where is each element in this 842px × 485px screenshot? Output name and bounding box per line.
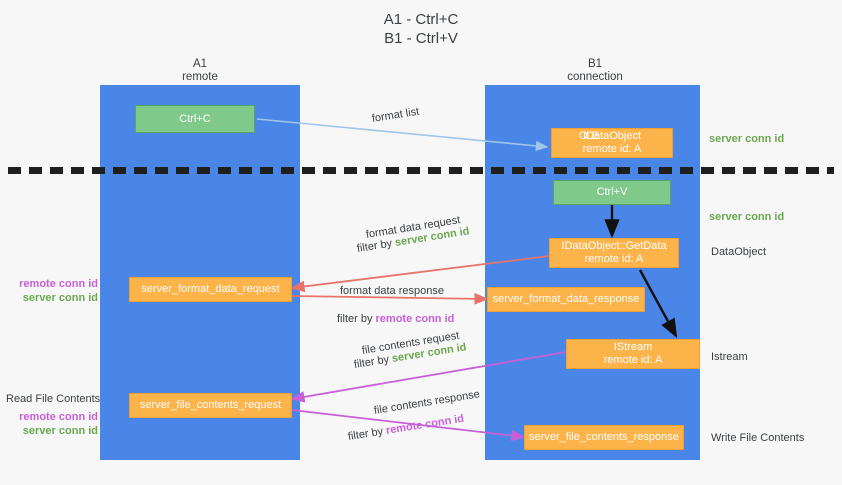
box-ole-idataobject-line2: remote id: A — [582, 143, 642, 155]
edge-label-format-data-response-line1: format data response — [340, 285, 444, 297]
edge-label-file-contents-response-filter: filter by remote conn id — [347, 409, 481, 444]
box-server-file-contents-response-label: server_file_contents_response — [529, 431, 679, 443]
edge-label-file-contents-response: file contents response filter by remote … — [347, 388, 481, 444]
left-annotation-read-file-contents: Read File Contents — [6, 393, 101, 405]
left-annotation-file-remote: remote conn id — [19, 411, 98, 423]
left-annotation-format-pair: remote conn id server conn id — [8, 277, 98, 305]
box-server-format-data-request-label: server_format_data_request — [141, 283, 280, 295]
lane-a1-name: A1 — [192, 58, 208, 70]
box-ctrl-v-label: Ctrl+V — [596, 186, 628, 198]
lane-header-a1: A1 remote — [105, 58, 295, 84]
right-annotation-write-file-contents: Write File Contents — [711, 432, 805, 444]
box-server-format-data-request[interactable]: server_format_data_request — [129, 277, 292, 302]
right-annotation-server-conn-top: server conn id — [709, 133, 785, 145]
left-annotation-format-server: server conn id — [22, 292, 98, 304]
box-ole-idataobject-primary: IDataObject — [582, 130, 642, 142]
box-ctrl-c-label: Ctrl+C — [179, 112, 211, 125]
edge-label-file-contents-request: file contents request filter by server c… — [353, 330, 468, 372]
filter-prefix: filter by — [337, 313, 376, 325]
filter-prefix: filter by — [347, 425, 387, 443]
phase-divider — [8, 167, 834, 174]
filter-prefix: filter by — [353, 353, 393, 371]
box-ole-idataobject-overstrike: OLE — [578, 130, 599, 142]
box-ctrl-c[interactable]: Ctrl+C — [135, 105, 255, 133]
lane-a1-sub: remote — [182, 71, 218, 83]
lane-header-b1: B1 connection — [490, 58, 700, 84]
box-server-format-data-response[interactable]: server_format_data_response — [487, 287, 645, 312]
edge-label-format-list: format list — [371, 105, 421, 125]
right-annotation-data-object: DataObject — [711, 246, 767, 258]
lane-b1-sub: connection — [567, 71, 623, 83]
box-istream-line2: remote id: A — [603, 354, 663, 366]
box-ctrl-v[interactable]: Ctrl+V — [553, 180, 671, 205]
filter-key-remote-conn-id: remote conn id — [385, 412, 465, 437]
left-annotation-format-remote: remote conn id — [19, 278, 98, 290]
box-ole-idataobject[interactable]: OLE IDataObject remote id: A — [551, 128, 673, 158]
box-istream[interactable]: IStream remote id: A — [566, 339, 700, 369]
box-server-file-contents-request[interactable]: server_file_contents_request — [129, 393, 292, 418]
box-get-data-line1: IDataObject::GetData — [561, 240, 667, 252]
box-ole-idataobject-line1: OLE IDataObject — [579, 130, 642, 143]
box-istream-line1: IStream — [613, 341, 653, 353]
box-server-file-contents-response[interactable]: server_file_contents_response — [524, 425, 684, 450]
box-server-file-contents-request-label: server_file_contents_request — [139, 399, 282, 411]
lane-b1-name: B1 — [587, 58, 603, 70]
box-get-data-line2: remote id: A — [584, 253, 644, 265]
title-line-1: A1 - Ctrl+C — [383, 11, 459, 28]
box-get-data[interactable]: IDataObject::GetData remote id: A — [549, 238, 679, 268]
filter-key-remote-conn-id: remote conn id — [375, 313, 455, 325]
filter-prefix: filter by — [356, 237, 396, 255]
edge-label-format-data-request: format data request filter by server con… — [356, 214, 471, 256]
right-annotation-server-conn-mid: server conn id — [709, 211, 785, 223]
left-annotation-file-server: server conn id — [22, 425, 98, 437]
box-server-format-data-response-label: server_format_data_response — [492, 293, 640, 305]
left-annotation-file-pair: remote conn id server conn id — [8, 410, 98, 438]
title-line-2: B1 - Ctrl+V — [384, 30, 458, 47]
edge-label-format-data-response: format data response filter by remote co… — [337, 284, 454, 326]
page-title: A1 - Ctrl+C B1 - Ctrl+V — [0, 10, 842, 48]
right-annotation-istream: Istream — [711, 351, 748, 363]
edge-label-format-data-response-filter: filter by remote conn id — [337, 312, 454, 326]
